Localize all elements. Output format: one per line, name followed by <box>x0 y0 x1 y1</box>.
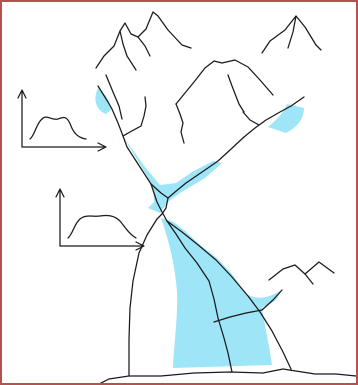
mountain-glacier-diagram <box>0 0 358 385</box>
diagram-canvas <box>0 0 358 385</box>
